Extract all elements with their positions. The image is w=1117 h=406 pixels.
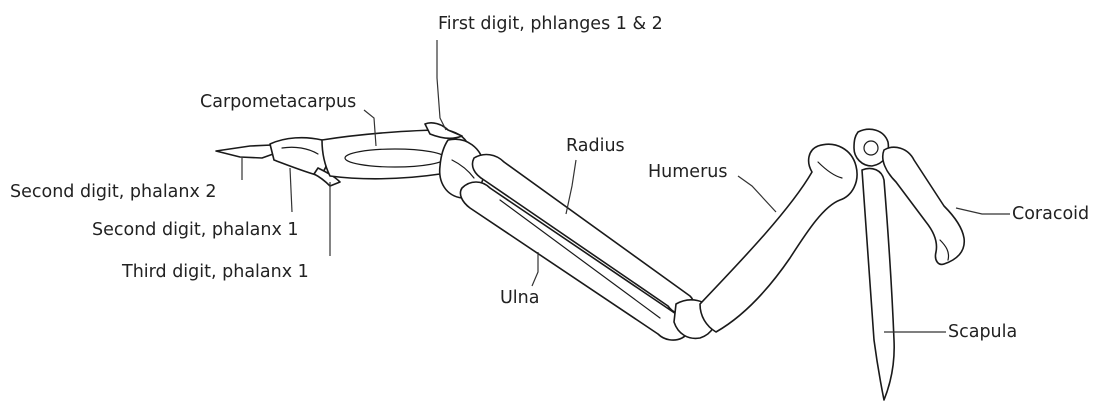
label-radius: Radius [566, 136, 625, 156]
label-carpometacarpus: Carpometacarpus [200, 92, 356, 112]
label-coracoid: Coracoid [1012, 204, 1089, 224]
label-humerus: Humerus [648, 162, 727, 182]
second-digit-phalanx-1-leader [290, 168, 292, 212]
label-first-digit: First digit, phlanges 1 & 2 [438, 14, 663, 34]
label-second-digit-phalanx-2: Second digit, phalanx 2 [10, 182, 217, 202]
label-scapula: Scapula [948, 322, 1017, 342]
ulna-bone [460, 182, 688, 340]
label-ulna: Ulna [500, 288, 540, 308]
label-second-digit-phalanx-1: Second digit, phalanx 1 [92, 220, 299, 240]
humerus-leader [738, 176, 776, 212]
first-digit-leader [437, 40, 446, 130]
coracoid-bone [883, 147, 965, 264]
coracoid-leader [956, 208, 1010, 214]
scapula-bone [862, 168, 894, 400]
ulna-leader [532, 252, 538, 286]
radius-leader [566, 160, 576, 214]
label-third-digit-phalanx-1: Third digit, phalanx 1 [122, 262, 309, 282]
second-digit-phalanx-2-bone [216, 145, 276, 158]
